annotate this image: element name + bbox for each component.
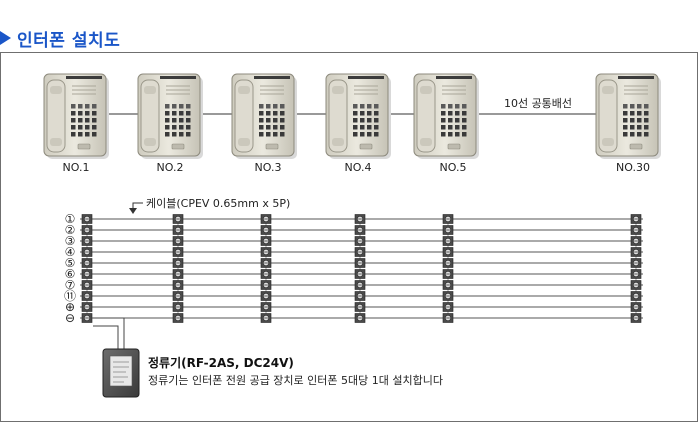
terminal-screw-icon	[260, 247, 272, 257]
terminal-screw-icon	[172, 247, 184, 257]
section-title: 인터폰 설치도	[0, 25, 120, 51]
phone-label-1: NO.1	[63, 161, 90, 174]
terminal-screw-icon	[260, 302, 272, 312]
terminal-screw-icon	[630, 225, 642, 235]
terminal-label: ⑤	[65, 256, 76, 270]
terminal-screw-icon	[354, 225, 366, 235]
page-title: 인터폰 설치도	[17, 30, 121, 51]
terminal-screw-icon	[81, 302, 93, 312]
terminal-screw-icon	[172, 269, 184, 279]
phone-label-2: NO.2	[157, 161, 184, 174]
terminal-screw-icon	[354, 302, 366, 312]
rectifier-description: 정류기는 인터폰 전원 공급 장치로 인터폰 5대당 1대 설치합니다	[148, 374, 443, 387]
terminal-screw-icon	[630, 313, 642, 323]
intercom-phone-icon	[43, 73, 109, 159]
terminal-screw-icon	[630, 258, 642, 268]
terminal-screw-icon	[354, 269, 366, 279]
terminal-screw-icon	[630, 247, 642, 257]
terminal-screw-icon	[630, 280, 642, 290]
terminal-screw-icon	[442, 269, 454, 279]
terminal-screw-icon	[81, 214, 93, 224]
terminal-screw-icon	[260, 236, 272, 246]
terminal-screw-icon	[442, 291, 454, 301]
terminal-screw-icon	[81, 291, 93, 301]
terminal-screw-icon	[81, 313, 93, 323]
terminal-screw-icon	[81, 258, 93, 268]
cable-note: 10선 공통배선	[504, 97, 572, 110]
arrow-down-icon	[129, 208, 137, 214]
terminal-screw-icon	[630, 302, 642, 312]
rectifier-wire-minus	[93, 325, 119, 353]
terminal-screw-icon	[260, 258, 272, 268]
phone-row	[43, 73, 661, 159]
phone-label-30: NO.30	[616, 161, 650, 174]
terminal-label: ①	[65, 212, 76, 226]
rectifier-adapter-icon	[102, 348, 140, 398]
rectifier-title: 정류기(RF-2AS, DC24V)	[148, 355, 294, 370]
terminal-screw-icon	[442, 280, 454, 290]
terminal-label: ⊖	[65, 311, 75, 325]
terminal-screw-icon	[354, 236, 366, 246]
intercom-phone-icon	[325, 73, 391, 159]
terminal-screw-icon	[354, 313, 366, 323]
terminal-screw-icon	[354, 247, 366, 257]
terminal-screw-icon	[172, 291, 184, 301]
terminal-screw-icon	[354, 291, 366, 301]
terminal-screw-icon	[442, 225, 454, 235]
rectifier-wire-plus	[93, 317, 125, 353]
terminal-screw-icon	[81, 269, 93, 279]
cable-label: 케이블(CPEV 0.65mm x 5P)	[146, 197, 290, 210]
terminal-screw-icon	[172, 214, 184, 224]
terminal-screw-icon	[81, 280, 93, 290]
terminal-screw-icon	[260, 280, 272, 290]
terminal-screw-icon	[354, 280, 366, 290]
terminal-label: ④	[65, 245, 76, 259]
terminal-label: ⑪	[64, 289, 76, 303]
terminal-screw-icon	[442, 313, 454, 323]
terminal-screw-icon	[442, 214, 454, 224]
terminal-screw-icon	[630, 269, 642, 279]
terminal-screw-icon	[172, 258, 184, 268]
terminal-label: ⑥	[65, 267, 76, 281]
terminal-screw-icon	[81, 247, 93, 257]
terminal-screw-icon	[172, 313, 184, 323]
terminal-label: ③	[65, 234, 76, 248]
terminal-screw-icon	[442, 236, 454, 246]
terminal-screw-icon	[172, 280, 184, 290]
terminal-screw-icon	[172, 225, 184, 235]
triangle-arrow-icon	[0, 31, 11, 45]
terminal-screw-icon	[630, 291, 642, 301]
terminal-screw-icon	[172, 236, 184, 246]
phone-label-5: NO.5	[440, 161, 467, 174]
terminal-screw-icon	[260, 225, 272, 235]
phone-label-3: NO.3	[255, 161, 282, 174]
terminal-screw-icon	[260, 313, 272, 323]
terminal-screw-icon	[354, 214, 366, 224]
diagram-frame	[0, 52, 698, 422]
terminal-screw-icon	[81, 225, 93, 235]
terminal-screw-icon	[630, 236, 642, 246]
terminal-screw-icon	[442, 258, 454, 268]
intercom-phone-icon	[595, 73, 661, 159]
terminal-label: ⊕	[65, 300, 75, 314]
cable-note-bg	[496, 95, 580, 111]
terminal-screw-icon	[260, 269, 272, 279]
intercom-phone-icon	[137, 73, 203, 159]
terminal-screw-icon	[172, 302, 184, 312]
terminal-screw-icon	[81, 236, 93, 246]
phone-label-4: NO.4	[345, 161, 372, 174]
terminal-screw-icon	[354, 258, 366, 268]
terminal-label: ②	[65, 223, 76, 237]
intercom-phone-icon	[231, 73, 297, 159]
terminal-label: ⑦	[65, 278, 76, 292]
terminal-screw-icon	[260, 291, 272, 301]
terminal-screw-icon	[260, 214, 272, 224]
terminal-screw-icon	[442, 302, 454, 312]
terminal-screw-icon	[630, 214, 642, 224]
terminal-wiring	[80, 214, 643, 323]
terminal-screw-icon	[442, 247, 454, 257]
intercom-phone-icon	[413, 73, 479, 159]
